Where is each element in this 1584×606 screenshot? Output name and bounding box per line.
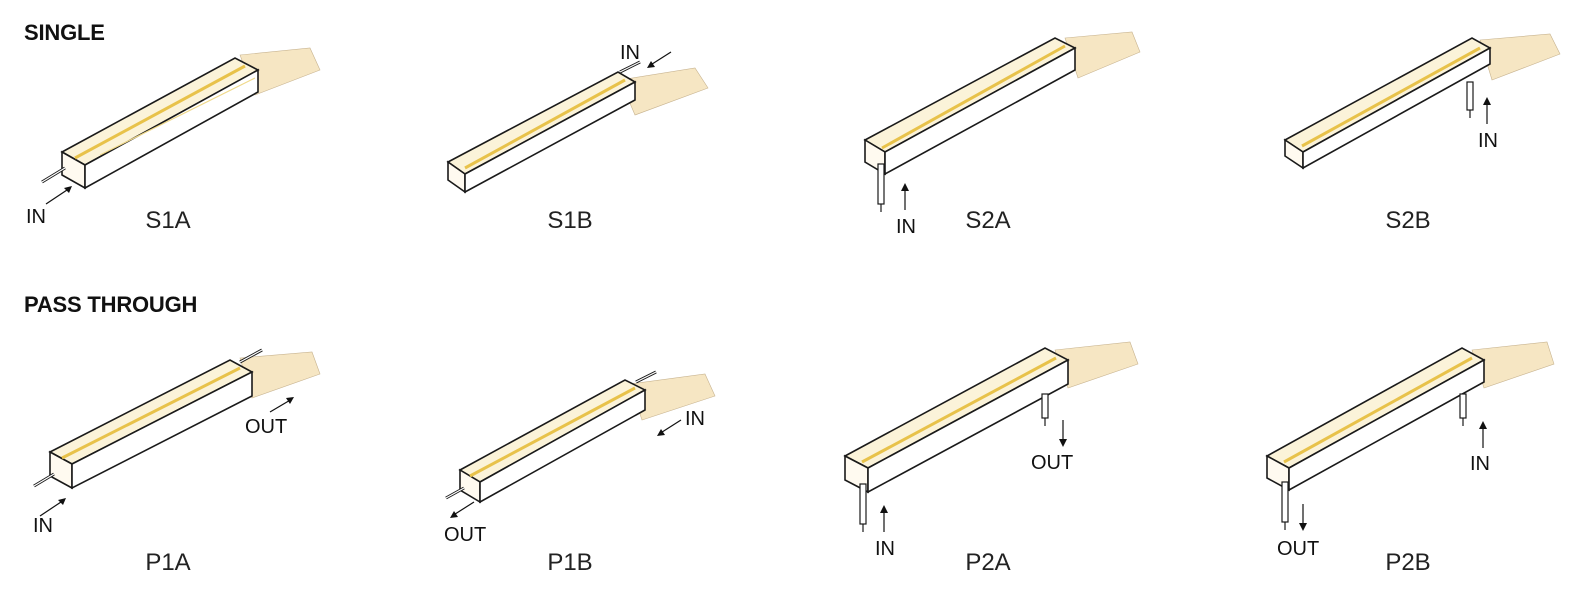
io-label-out: OUT <box>1277 538 1320 560</box>
arrow-in-s1b <box>647 51 672 68</box>
arrow-in-s1a <box>45 186 72 205</box>
io-label-in: IN <box>26 206 46 228</box>
diagram-label-s1a: S1A <box>145 207 191 234</box>
diagram-label-s1b: S1B <box>547 207 593 234</box>
led-strip-p2a <box>843 341 1139 532</box>
diagram-label-p1a: P1A <box>145 549 191 576</box>
io-label-in: IN <box>1470 453 1490 475</box>
led-strip-p1a <box>33 348 321 490</box>
arrow-out-p1a <box>269 397 294 413</box>
arrow-in-p1b <box>657 419 682 436</box>
io-label-out: OUT <box>245 416 288 438</box>
io-label-in: IN <box>33 515 53 537</box>
diagram-label-p1b: P1B <box>547 549 593 576</box>
led-strip-s1a <box>41 47 321 190</box>
io-label-in: IN <box>896 216 916 238</box>
arrow-out-p2b <box>1299 504 1307 531</box>
arrow-out-p2a <box>1059 420 1067 447</box>
led-strip-p2b <box>1265 341 1555 530</box>
diagram-label-p2b: P2B <box>1385 549 1431 576</box>
io-label-out: OUT <box>1031 452 1074 474</box>
io-label-out: OUT <box>444 524 487 546</box>
io-label-in: IN <box>685 408 705 430</box>
led-strip-s2b <box>1283 33 1561 170</box>
arrow-in-s2a <box>901 183 909 210</box>
led-strip-p1b <box>445 370 716 504</box>
diagram-label-s2a: S2A <box>965 207 1011 234</box>
arrow-in-p1a <box>39 498 66 517</box>
arrow-in-p2b <box>1479 421 1487 448</box>
io-label-in: IN <box>620 42 640 64</box>
section-title-pass-through: PASS THROUGH <box>24 292 198 317</box>
io-label-in: IN <box>875 538 895 560</box>
arrow-out-p1b <box>450 501 475 518</box>
diagram-label-p2a: P2A <box>965 549 1011 576</box>
led-strip-s1b <box>446 60 709 194</box>
led-strip-s2a <box>863 31 1141 212</box>
arrow-in-s2b <box>1483 97 1491 124</box>
diagram-label-s2b: S2B <box>1385 207 1431 234</box>
section-title-single: SINGLE <box>24 20 105 45</box>
io-label-in: IN <box>1478 130 1498 152</box>
arrow-in-p2a <box>880 505 888 532</box>
